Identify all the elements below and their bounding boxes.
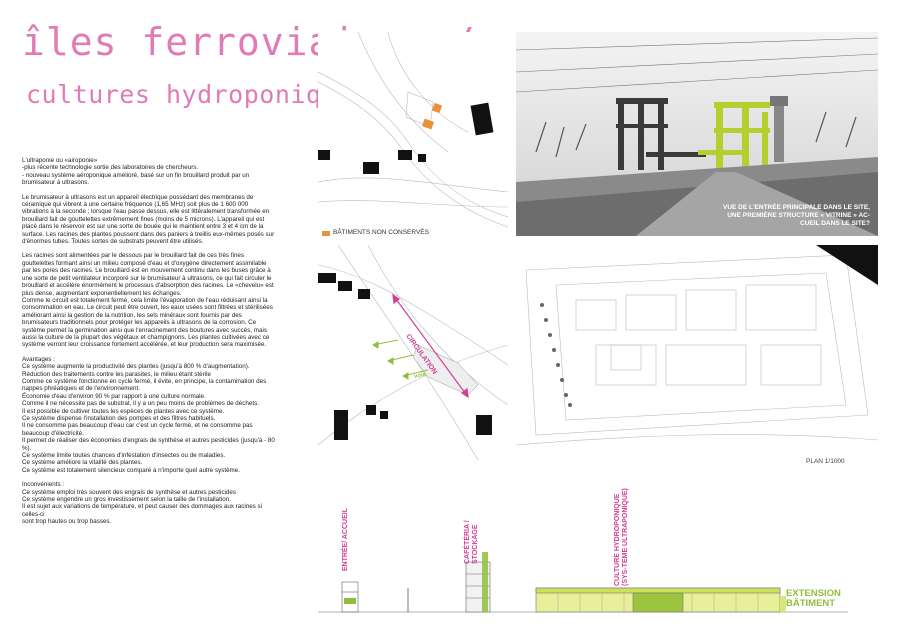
site-photo-drawing	[516, 32, 878, 236]
page-subtitle: cultures hydroponiques	[26, 80, 369, 109]
label-entree: ENTRÉE/ ACCUEIL	[342, 508, 349, 572]
text-column: L'ultraponie ou «airoponie» -plus récent…	[22, 157, 276, 533]
label-extension: EXTENSION BÂTIMENT	[786, 588, 841, 609]
advantages-heading: Avantages :	[22, 355, 55, 363]
legend-label: BÂTIMENTS NON CONSERVÉS	[333, 229, 429, 236]
intro-lines: -plus récente technologie sortie des lab…	[22, 164, 250, 187]
site-plan-top-drawing	[317, 31, 509, 228]
site-plan-large-drawing	[515, 245, 879, 446]
intro-heading: L'ultraponie ou «airoponie»	[22, 157, 98, 164]
label-culture: CULTURE HYDROPONIQUE (SYS-TEME ULTRAPONI…	[614, 488, 629, 586]
label-cafeteria: CAFÉTÉRIA / STOCKAGE	[464, 520, 479, 564]
site-plan-large	[515, 245, 879, 455]
photo-caption: VUE DE L'ENTRÉE PRINCIPALE DANS LE SITE,…	[723, 204, 870, 227]
plan-label: PLAN 1/1000	[806, 458, 845, 465]
circulation-diagram: CIRCULATION voie	[317, 244, 509, 461]
circulation-drawing	[317, 244, 509, 461]
section-drawing-svg	[318, 552, 848, 613]
drawbacks-list: Ce système emploi très souvent des engra…	[22, 488, 263, 526]
site-plan-top	[317, 31, 509, 242]
section-drawing	[318, 470, 888, 630]
paragraph-2: Les racines sont alimentées par le desso…	[22, 252, 274, 349]
drawbacks-heading: Inconvénients :	[22, 481, 65, 489]
legend-swatch	[322, 231, 330, 236]
advantages-list: Ce système augmente la productivité des …	[22, 363, 275, 474]
site-photo: VUE DE L'ENTRÉE PRINCIPALE DANS LE SITE,…	[516, 32, 878, 236]
paragraph-1: Le brumisateur à ultrasons est un appare…	[22, 193, 275, 246]
